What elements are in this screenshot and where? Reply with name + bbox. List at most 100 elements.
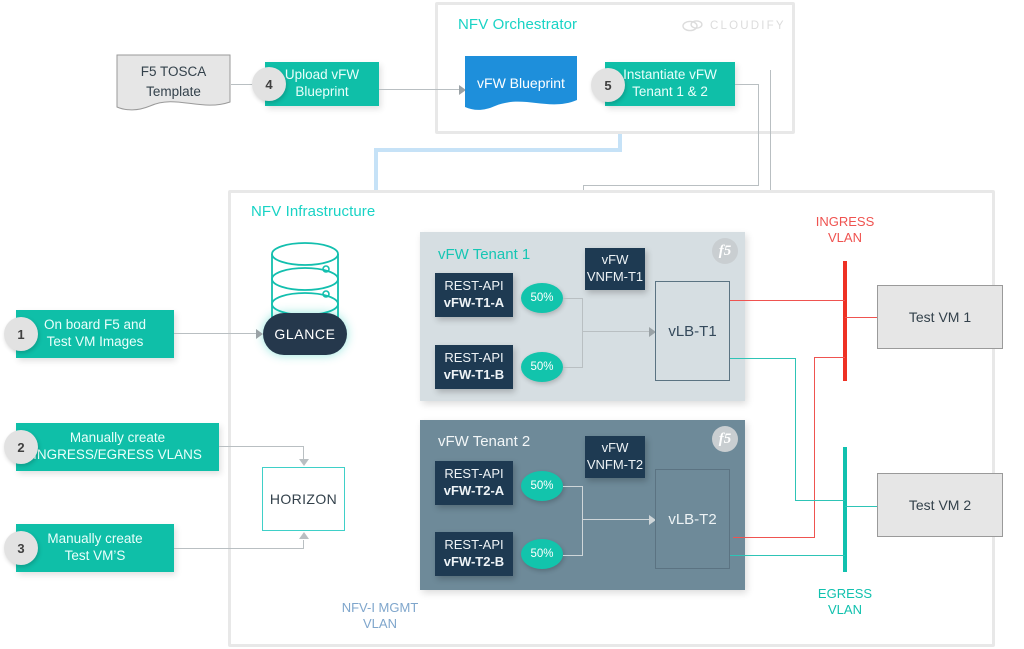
egress-vlan-line-1: EGRESS <box>817 586 873 601</box>
vfw-t2-b-name: vFW-T2-B <box>443 554 505 569</box>
ingress-link-vlb-t2-vertical <box>814 357 816 538</box>
arrow-to-glance-icon <box>256 329 263 339</box>
vnfm-t2-line-2: VNFM-T2 <box>586 457 644 472</box>
t1-b-to-junction <box>563 367 583 368</box>
connector-step4-to-blueprint <box>379 89 460 90</box>
connector-step1-to-glance <box>174 333 260 334</box>
t1-junction-vertical <box>582 298 583 367</box>
mgmt-vlan-line-up-to-orchestrator <box>618 130 622 152</box>
ingress-vlan-line-2: VLAN <box>828 230 862 246</box>
cloudify-brand: CLOUDIFY <box>682 19 786 33</box>
step-4-badge: 4 <box>252 67 286 101</box>
vfw-tenant-1-title: vFW Tenant 1 <box>438 246 531 263</box>
t2-a-to-junction <box>563 486 583 487</box>
orchestration-line-a-left <box>583 185 759 186</box>
vfw-blueprint-label: vFW Blueprint <box>477 75 565 91</box>
step-4-line-2: Blueprint <box>295 84 349 99</box>
step-3-create-test-vms[interactable]: Manually create Test VM’S <box>16 524 174 572</box>
step-5-line-2: Tenant 1 & 2 <box>632 84 708 99</box>
t2-junction-to-vlb <box>582 519 652 520</box>
t1-a-to-junction <box>563 298 583 299</box>
step-3-badge: 3 <box>4 531 38 565</box>
test-vm-1-node[interactable]: Test VM 1 <box>877 285 1003 349</box>
egress-link-vlb-t2 <box>730 555 845 557</box>
ingress-vlan-label: INGRESS VLAN <box>790 214 900 247</box>
vfw-vnfm-t2-node[interactable]: vFW VNFM-T2 <box>585 436 645 478</box>
ingress-link-vlb-t2-horizontal-bottom <box>733 537 815 539</box>
step-4-line-1: Upload vFW <box>284 67 360 83</box>
step-1-onboard-images[interactable]: On board F5 and Test VM Images <box>16 310 174 358</box>
blueprint-shape-icon <box>465 56 577 110</box>
vfw-t1-a-api-label: REST-API <box>444 278 504 294</box>
step-1-line-1: On board F5 and <box>43 317 147 333</box>
vfw-t1-b-name: vFW-T1-B <box>443 367 505 382</box>
vfw-tenant-2-title: vFW Tenant 2 <box>438 433 531 450</box>
f5-logo-icon-tenant2: f5 <box>712 426 738 452</box>
nfv-infrastructure-title: NFV Infrastructure <box>251 203 376 220</box>
step-2-badge: 2 <box>4 430 38 464</box>
test-vm-2-node[interactable]: Test VM 2 <box>877 473 1003 537</box>
vfw-t1-a-node[interactable]: REST-API vFW-T1-A <box>435 273 513 317</box>
ingress-vlan-line-1: INGRESS <box>815 214 875 229</box>
ingress-link-testvm1 <box>845 317 878 319</box>
cloudify-wordmark: CLOUDIFY <box>710 20 786 32</box>
vfw-t1-b-api-label: REST-API <box>444 350 504 366</box>
egress-link-vlb-t1-horizontal-top <box>730 358 796 360</box>
vfw-t2-b-node[interactable]: REST-API vFW-T2-B <box>435 532 513 576</box>
orchestration-line-a-top <box>735 84 759 85</box>
connector-tosca-to-step4 <box>231 84 261 85</box>
vfw-t2-a-api-label: REST-API <box>444 466 504 482</box>
vfw-t1-a-name: vFW-T1-A <box>443 295 505 310</box>
document-shape-icon <box>116 54 231 111</box>
ingress-vlan-bus <box>843 261 847 381</box>
step-1-badge: 1 <box>4 317 38 351</box>
mgmt-vlan-line-1: NFV-I MGMT <box>341 600 419 615</box>
vfw-t2-a-name: vFW-T2-A <box>443 483 505 498</box>
vlb-t2-node[interactable]: vLB-T2 <box>655 469 730 569</box>
mgmt-vlan-label: NFV-I MGMT VLAN <box>320 600 440 633</box>
horizon-service-node[interactable]: HORIZON <box>262 467 345 531</box>
step-2-line-2: INGRESS/EGRESS VLANS <box>33 447 202 462</box>
step-2-create-vlans[interactable]: Manually create INGRESS/EGRESS VLANS <box>16 423 219 471</box>
nfv-orchestrator-title: NFV Orchestrator <box>458 16 578 33</box>
step-1-line-2: Test VM Images <box>46 334 144 349</box>
vnfm-t1-line-2: VNFM-T1 <box>586 269 644 284</box>
vfw-t2-b-api-label: REST-API <box>444 537 504 553</box>
connector-step2-vertical <box>303 446 304 461</box>
step-5-line-1: Instantiate vFW <box>623 67 717 83</box>
egress-vlan-line-2: VLAN <box>828 602 862 618</box>
vfw-t2-b-weight: 50% <box>521 539 563 569</box>
f5-tosca-template-label: F5 TOSCA Template <box>116 62 231 101</box>
step-5-instantiate-vfw[interactable]: Instantiate vFW Tenant 1 & 2 <box>605 62 735 106</box>
vfw-t2-a-weight: 50% <box>521 471 563 501</box>
vfw-vnfm-t1-node[interactable]: vFW VNFM-T1 <box>585 248 645 290</box>
ingress-link-vlb-t1 <box>730 300 845 302</box>
egress-vlan-bus <box>843 447 847 572</box>
tosca-line-2: Template <box>146 83 201 99</box>
f5-logo-icon-tenant1: f5 <box>712 238 738 264</box>
vfw-t1-b-node[interactable]: REST-API vFW-T1-B <box>435 345 513 389</box>
arrow-to-blueprint-icon <box>459 85 466 95</box>
vlb-t1-node[interactable]: vLB-T1 <box>655 281 730 381</box>
step-3-line-1: Manually create <box>47 531 143 547</box>
connector-step3-horizontal <box>174 548 304 549</box>
mgmt-vlan-line-2: VLAN <box>363 616 397 632</box>
connector-step3-vertical <box>303 540 304 549</box>
step-2-line-1: Manually create <box>69 430 166 446</box>
arrow-into-vlb-t1-icon <box>649 327 656 337</box>
step-4-upload-vfw-blueprint[interactable]: Upload vFW Blueprint <box>265 62 379 106</box>
arrow-into-vlb-t2-icon <box>649 515 656 525</box>
cloud-icon <box>682 20 703 32</box>
vfw-t2-a-node[interactable]: REST-API vFW-T2-A <box>435 461 513 505</box>
vnfm-t2-line-1: vFW <box>601 440 629 456</box>
egress-link-vlb-t1-vertical <box>795 358 797 501</box>
egress-link-testvm2 <box>845 506 878 508</box>
glance-service-node[interactable]: GLANCE <box>263 313 347 355</box>
t1-junction-to-vlb <box>582 331 652 332</box>
tosca-line-1: F5 TOSCA <box>140 64 207 79</box>
t2-b-to-junction <box>563 555 583 556</box>
connector-step2-horizontal <box>219 446 304 447</box>
vnfm-t1-line-1: vFW <box>601 252 629 268</box>
f5-tosca-template-shape <box>116 54 231 114</box>
